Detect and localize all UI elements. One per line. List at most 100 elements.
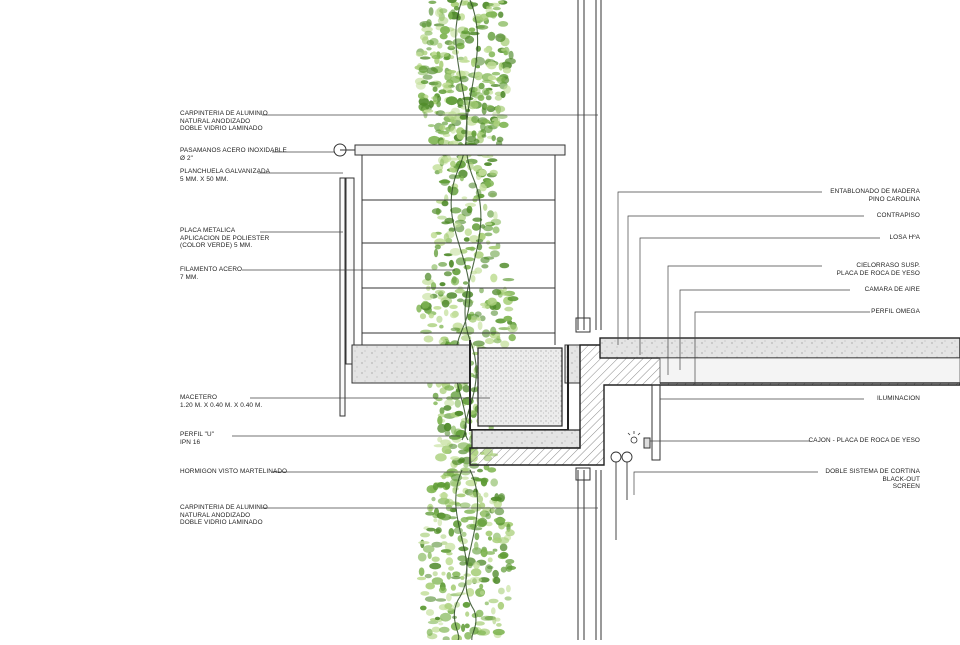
leaf-mark [502,67,511,74]
leaf-mark [455,592,466,596]
leaf-mark [500,90,506,99]
leaf-mark [491,607,496,615]
leaf-mark [446,593,452,602]
leaf-mark [464,632,472,640]
leaf-mark [467,313,472,321]
leaf-mark [438,169,443,174]
leaf-mark [435,527,442,534]
leaf-mark [488,598,499,604]
leaf-mark [490,326,497,336]
leaf-mark [441,221,451,225]
leaf-mark [499,551,509,559]
leaf-mark [471,115,480,124]
leaf-mark [500,340,510,348]
leaf-mark [444,399,455,407]
leaf-mark [507,296,519,302]
leaf-mark [422,545,435,553]
leaf-mark [423,94,429,99]
leaf-mark [457,555,468,562]
leaf-mark [431,541,443,548]
leaf-mark [500,566,507,573]
leaf-mark [433,444,445,448]
leaf-mark [418,65,428,74]
leaf-mark [450,125,457,134]
leaf-mark [490,273,498,283]
leaf-mark [439,612,452,622]
leaf-mark [431,496,436,502]
leaf-mark [424,596,437,602]
leaf-mark [492,569,499,578]
leaf-mark [474,311,482,317]
leaf-mark [437,497,450,505]
leaf-mark [422,50,428,56]
leaf-mark [420,591,430,596]
leaf-mark [471,58,476,67]
leaf-mark [470,503,482,512]
planter-box [469,340,581,449]
leaf-mark [423,109,434,113]
leaf-mark [438,586,447,594]
leaf-mark [473,541,479,551]
leaf-mark [498,21,509,27]
leaf-mark [436,315,443,323]
leaf-mark [454,410,464,417]
leaf-mark [443,253,453,257]
label-cajon: CAJON - PLACA DE ROCA DE YESO [808,437,920,444]
leaf-mark [450,456,460,461]
leaf-mark [454,288,465,294]
leaf-mark [444,542,456,551]
leaf-mark [450,1,460,8]
leaf-mark [444,481,451,490]
leaf-mark [461,476,469,480]
leaf-mark [484,222,493,226]
leaf-mark [423,335,434,343]
leaf-mark [449,304,458,309]
leaf-mark [439,407,445,415]
leaf-mark [428,0,437,4]
leaf-mark [462,385,471,393]
leaf-mark [433,518,438,523]
leaf-mark [431,208,442,215]
leaf-mark [451,107,460,115]
leaf-mark [460,517,469,523]
leaf-mark [487,565,494,570]
leaf-mark [421,22,427,28]
leaf-mark [487,210,495,218]
leaf-mark [492,288,502,296]
leaf-mark [493,517,506,523]
leaf-mark [471,130,477,138]
leaf-mark [422,278,434,285]
light-fixture-icon [627,431,641,444]
leaf-mark [439,492,449,498]
leaf-mark [471,223,481,231]
leaf-mark [508,50,514,60]
leaf-mark [425,511,435,516]
leaf-mark [480,302,487,307]
leaf-mark [441,299,450,308]
leaf-mark [496,623,502,627]
leaf-mark [483,492,489,498]
leaf-mark [434,244,441,250]
leaf-mark [432,482,439,491]
label-losa: LOSA HºA [889,234,920,241]
leaf-mark [459,502,471,509]
leaf-mark [483,104,494,110]
leaf-mark [445,96,458,106]
leaf-mark [492,226,500,234]
leaf-mark [439,626,450,633]
leaf-mark [471,72,481,77]
leaf-mark [419,56,431,60]
leaf-mark [491,71,501,76]
leaf-mark [456,493,466,498]
leaf-mark [487,75,497,81]
leaf-mark [424,272,432,281]
steel-filaments [450,0,482,641]
leaf-mark [434,80,442,88]
leaf-mark [462,281,469,285]
label-hormigon: HORMIGON VISTO MARTELINADO [180,468,288,475]
leaf-mark [477,468,483,473]
